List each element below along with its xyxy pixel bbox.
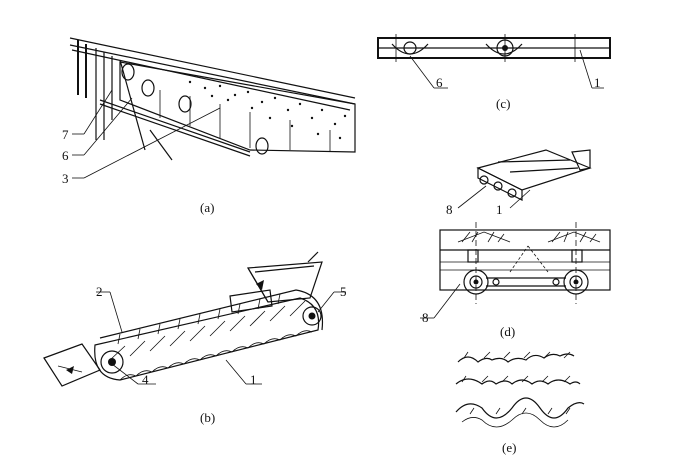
panel-e-caption: (e) (502, 440, 516, 455)
panel-d-label-1-top: 1 (496, 202, 503, 217)
panel-b-label-5: 5 (340, 284, 347, 299)
panel-b-label-4: 4 (142, 372, 149, 387)
panel-e-drawing (455, 351, 585, 428)
panel-a-drawing (69, 37, 356, 179)
panel-c-label-6: 6 (436, 75, 443, 90)
panel-b-label-1: 1 (250, 372, 257, 387)
panel-d-plate-drawing (457, 149, 592, 209)
panel-d-label-8-bottom: 8 (422, 310, 429, 325)
panel-b-label-2: 2 (96, 284, 103, 299)
panel-d-side-drawing (420, 222, 611, 319)
panel-d-label-8-top: 8 (446, 202, 453, 217)
panel-a-caption: (a) (200, 200, 214, 215)
panel-c-label-1: 1 (594, 75, 601, 90)
panel-b-drawing (43, 251, 346, 387)
panel-a-label-7: 7 (62, 127, 69, 142)
panel-c-drawing (377, 34, 611, 89)
panel-c-caption: (c) (496, 96, 510, 111)
panel-b-caption: (b) (200, 410, 215, 425)
panel-d-caption: (d) (500, 324, 515, 339)
panel-a-label-6: 6 (62, 148, 69, 163)
panel-a-label-3: 3 (62, 171, 69, 186)
